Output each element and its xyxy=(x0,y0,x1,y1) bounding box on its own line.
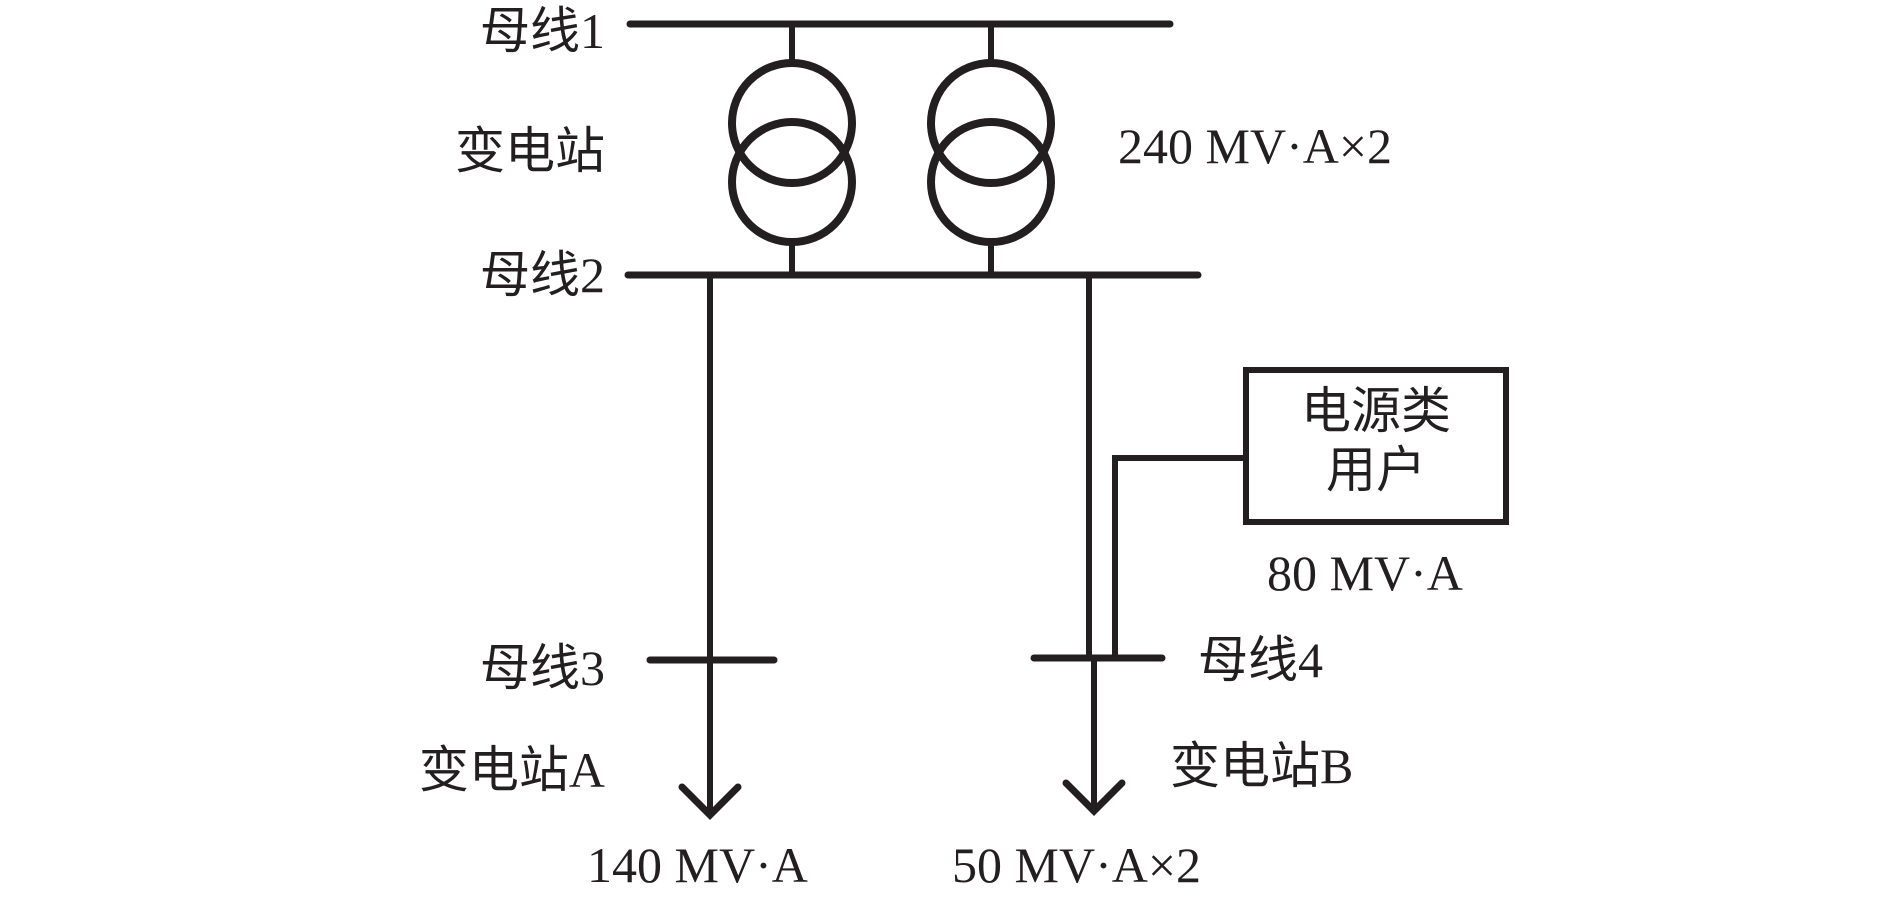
substation-b-rating: 50 MV·A×2 xyxy=(952,837,1201,893)
bus-3-label: 母线3 xyxy=(480,640,605,696)
transformer-rating-label: 240 MV·A×2 xyxy=(1118,118,1392,174)
power-user-label-line1: 电源类 xyxy=(1301,383,1451,439)
load-arrow-a-icon xyxy=(678,783,742,820)
transformer-1-icon xyxy=(728,24,856,275)
bus-2-label: 母线2 xyxy=(480,247,605,303)
power-user-connection-line xyxy=(1112,455,1245,658)
bus-1-label: 母线1 xyxy=(480,3,605,59)
substation-a-rating: 140 MV·A xyxy=(587,837,808,893)
bus-4-label: 母线4 xyxy=(1198,632,1323,688)
substation-label: 变电站 xyxy=(455,123,605,179)
power-user-label-line2: 用户 xyxy=(1326,442,1426,498)
power-user-rating: 80 MV·A xyxy=(1267,545,1463,601)
substation-a-label: 变电站A xyxy=(419,742,605,798)
substation-b-label: 变电站B xyxy=(1170,738,1353,794)
power-user-box xyxy=(1243,367,1509,525)
transformer-2-icon xyxy=(927,24,1055,275)
load-arrow-b-icon xyxy=(1062,779,1126,816)
